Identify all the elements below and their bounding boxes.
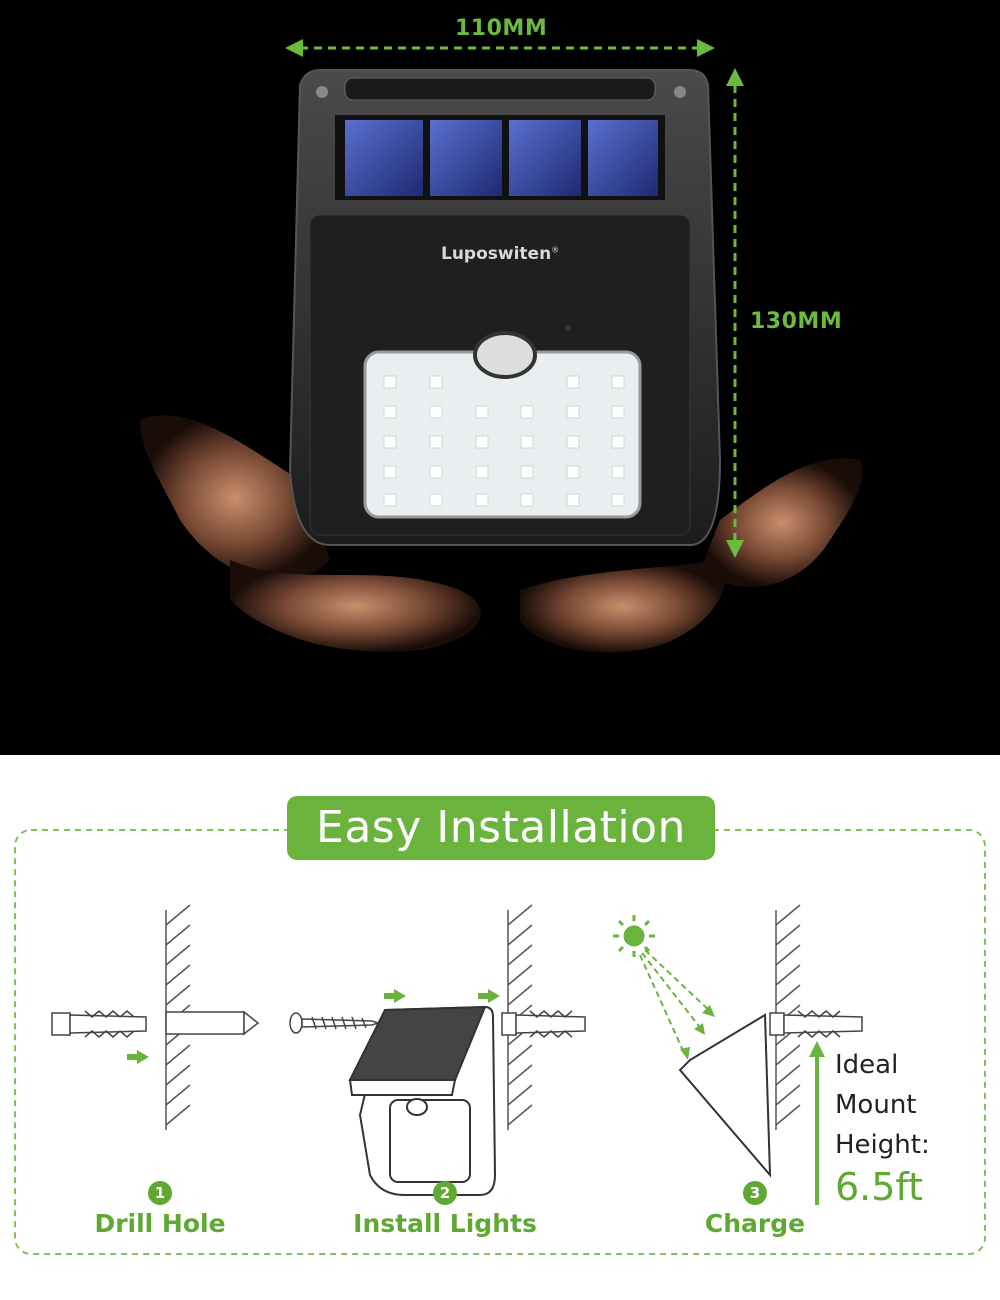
arrow-right-icon [478, 989, 500, 1003]
installation-diagram [14, 829, 986, 1255]
installation-section: Easy Installation 1 Drill Hole 2 Install… [0, 755, 1000, 1300]
sun-rays [639, 949, 713, 1056]
mount-line: Ideal [835, 1050, 899, 1080]
dimension-arrows [285, 39, 744, 558]
sun-icon [613, 915, 655, 957]
product-hero: 110MM 130MM Luposwiten® [0, 0, 1000, 755]
step-install-lights: 2 Install Lights [330, 1181, 560, 1238]
mount-height-value: 6.5ft [835, 1165, 924, 1209]
mounted-light-sketch [678, 1013, 772, 1178]
height-dimension-label: 130MM [750, 309, 843, 334]
brand-name: Luposwiten [441, 244, 552, 264]
anchor-plug-icon [501, 1010, 586, 1038]
product-photo [140, 39, 863, 653]
drill-hole [165, 1011, 245, 1035]
mount-height-caption: Ideal Mount Height: [835, 1045, 930, 1165]
step-number: 3 [743, 1181, 767, 1205]
width-dimension-label: 110MM [455, 16, 548, 41]
wall-hatch-icon [165, 904, 191, 1130]
installation-title: Easy Installation [287, 796, 715, 860]
step-number: 2 [433, 1181, 457, 1205]
step-label: Install Lights [353, 1209, 537, 1238]
registered-mark: ® [551, 245, 560, 255]
step-drill-hole: 1 Drill Hole [60, 1181, 260, 1238]
anchor-plug-icon [769, 1010, 863, 1038]
arrow-right-icon [127, 1050, 149, 1064]
solar-light-sketch [348, 1005, 497, 1196]
dashed-frame [14, 829, 986, 1255]
step-charge: 3 Charge [680, 1181, 830, 1238]
solar-light [288, 69, 722, 546]
mount-line: Height: [835, 1130, 930, 1160]
anchor-plug-icon [51, 1010, 147, 1038]
arrow-up-icon [809, 1041, 825, 1205]
step-label: Charge [704, 1209, 806, 1238]
brand-logo: Luposwiten® [441, 244, 559, 264]
screw-icon [289, 1012, 381, 1034]
step-label: Drill Hole [94, 1209, 226, 1238]
step-number: 1 [148, 1181, 172, 1205]
hands [140, 415, 863, 653]
mount-line: Mount [835, 1090, 917, 1120]
arrow-right-icon [384, 989, 406, 1003]
